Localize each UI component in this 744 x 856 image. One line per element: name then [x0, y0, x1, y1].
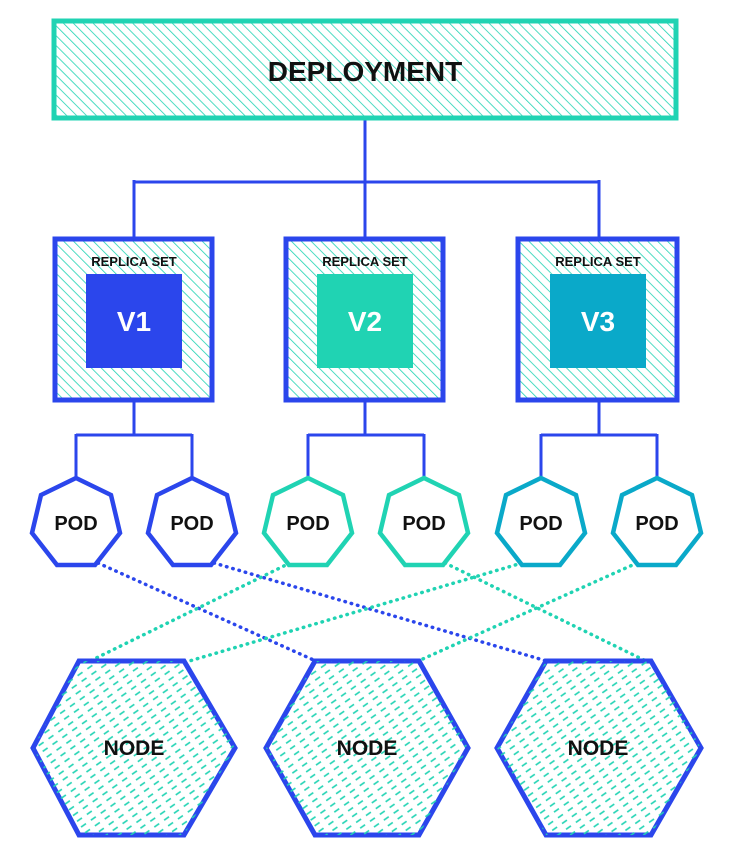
pod-2	[145, 475, 239, 568]
version-block-v1	[86, 274, 182, 368]
replica-set-label: REPLICA SET	[322, 254, 408, 269]
pod-3	[261, 475, 355, 568]
pod-1	[29, 475, 123, 568]
node-label: NODE	[337, 737, 398, 760]
version-label: V1	[117, 306, 151, 337]
link-pod6-node2	[414, 561, 639, 664]
link-pod3-node1	[86, 561, 292, 664]
link-pod1-node2	[96, 561, 320, 664]
pod-6	[610, 475, 704, 568]
version-block-v3	[550, 274, 646, 368]
connector-lines	[74, 118, 659, 478]
pod-4	[377, 475, 471, 568]
pod-label: POD	[286, 513, 329, 535]
replica-set-v1: REPLICA SET V1	[52, 236, 215, 403]
link-pod5-node1	[184, 561, 524, 664]
pod-label: POD	[54, 513, 97, 535]
pod-node-links	[86, 561, 650, 664]
node-label: NODE	[568, 737, 629, 760]
nodes: NODE NODE NODE	[30, 658, 704, 838]
pod-label: POD	[402, 513, 445, 535]
replica-set-label: REPLICA SET	[91, 254, 177, 269]
version-label: V3	[581, 306, 615, 337]
deployment-label: DEPLOYMENT	[268, 56, 462, 87]
node-label: NODE	[104, 737, 165, 760]
replica-set-label: REPLICA SET	[555, 254, 641, 269]
link-pod4-node3	[443, 561, 650, 664]
deployment-box: DEPLOYMENT	[51, 18, 679, 121]
pod-label: POD	[519, 513, 562, 535]
pod-label: POD	[170, 513, 213, 535]
replica-set-v3: REPLICA SET V3	[515, 236, 680, 403]
link-pod2-node3	[212, 561, 552, 664]
version-label: V2	[348, 306, 382, 337]
version-block-v2	[317, 274, 413, 368]
pod-5	[494, 475, 588, 568]
replica-set-v2: REPLICA SET V2	[283, 236, 446, 403]
pods: POD POD POD POD POD POD	[29, 475, 704, 568]
pod-label: POD	[635, 513, 678, 535]
